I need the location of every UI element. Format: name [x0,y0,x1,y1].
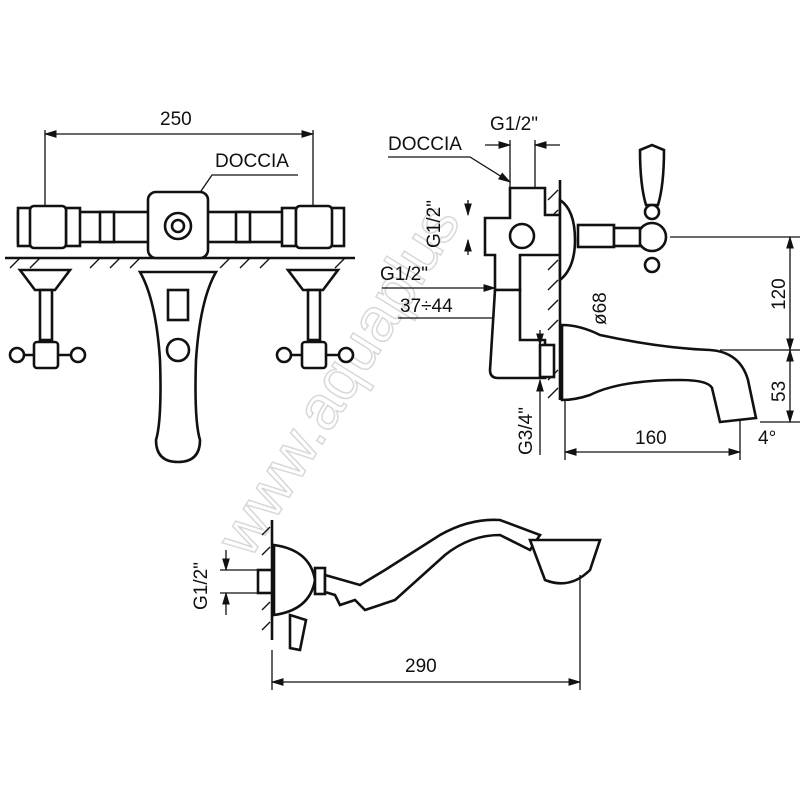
front-view: 250 DOCCIA [5,109,355,464]
right-cross-handle [300,340,328,370]
hand-shower-view: G1/2" 290 [191,518,602,690]
width-dim-label: 250 [160,109,192,130]
outlet-thread-label: G3/4" [516,407,537,455]
shower-label: DOCCIA [215,151,289,172]
flange-diameter-label: ø68 [590,292,611,325]
side-view: G1/2" DOCCIA G1/2" G1/2" 37÷44 ø68 [380,114,800,460]
hand-shower-thread-label: G1/2" [191,562,212,610]
inlet-thread-label: G1/2" [380,264,428,285]
lever-handle [638,143,666,207]
hand-shower-handle [323,518,542,612]
height-label: 120 [769,278,790,310]
top-thread-label: G1/2" [490,114,538,135]
left-cross-handle [32,340,60,370]
spout-angle-label: 4° [758,428,776,449]
side-spout [560,323,758,424]
spout-length-label: 160 [635,428,667,449]
lever-hub [636,221,668,253]
spout-height-label: 53 [769,381,790,402]
spout [137,270,219,464]
shower-thread-vertical: G1/2" [424,200,445,248]
hand-shower-length-label: 290 [405,656,437,677]
hose-connector [288,613,308,652]
shower-head [528,538,602,585]
wall-offset-label: 37÷44 [400,296,453,317]
shower-label-side: DOCCIA [388,134,462,155]
